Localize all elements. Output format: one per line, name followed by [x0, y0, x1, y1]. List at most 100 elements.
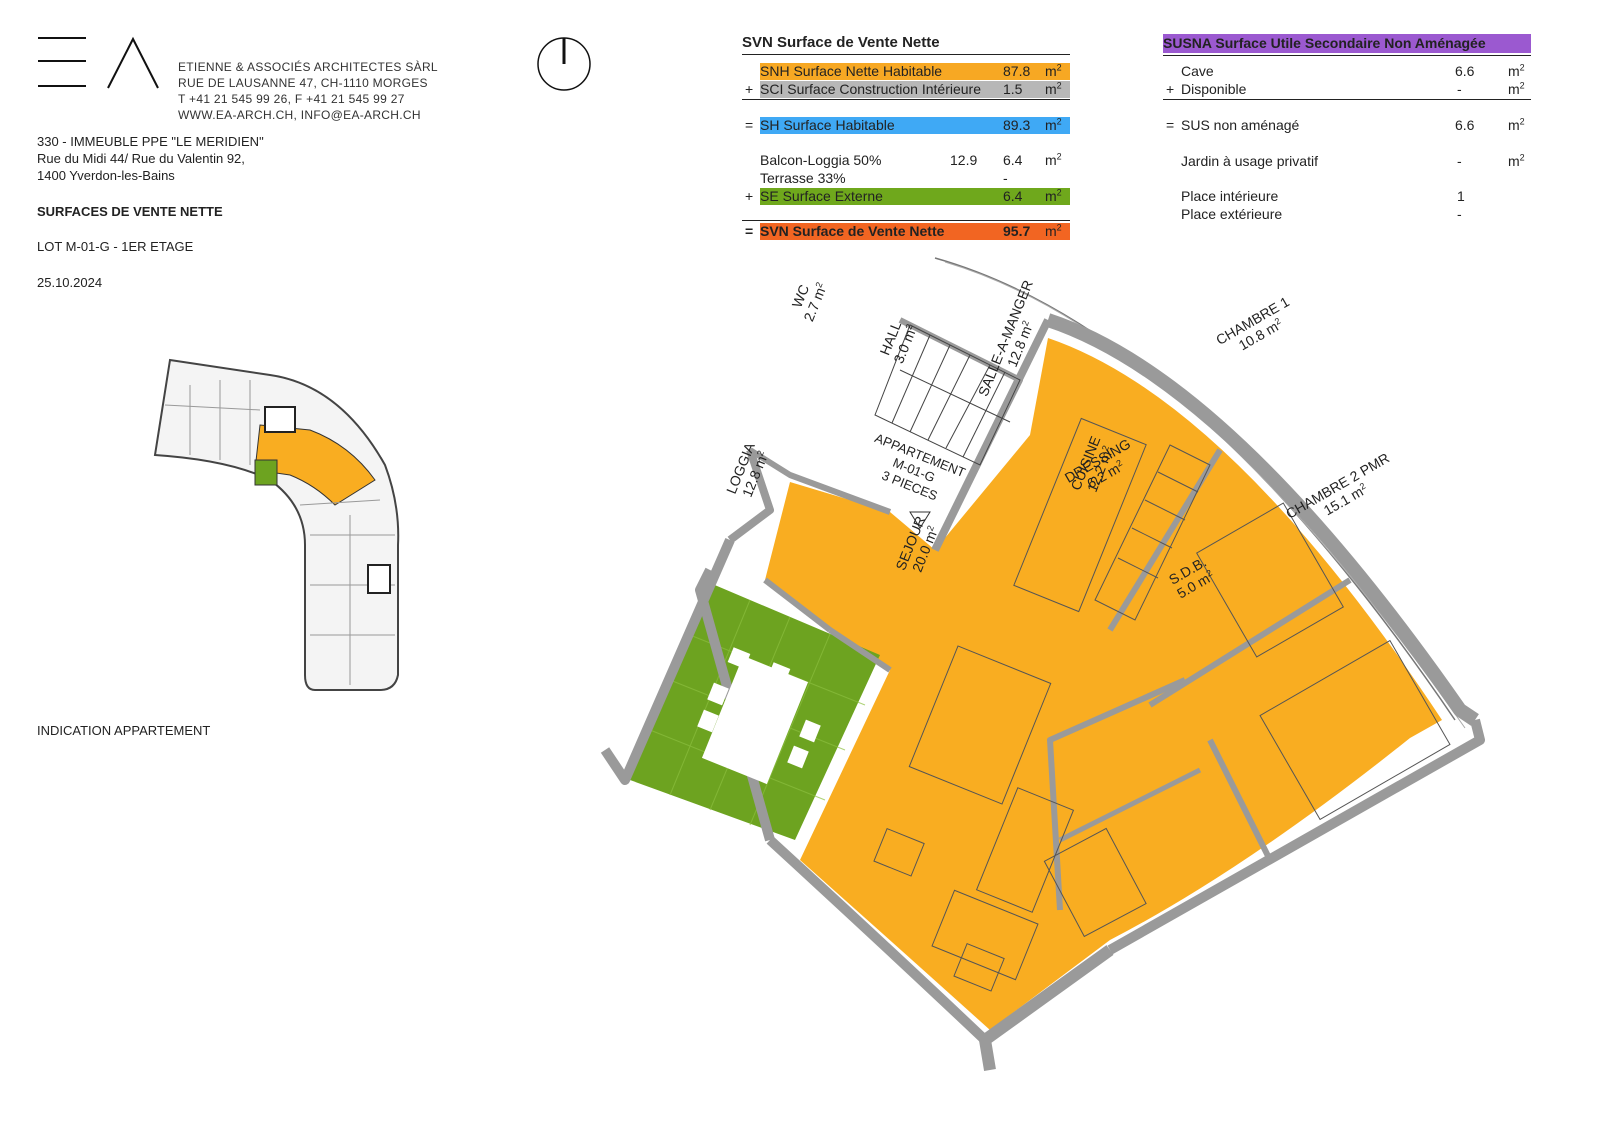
sh-label: SH Surface Habitable — [760, 117, 895, 133]
unit: m — [1045, 117, 1057, 133]
unit-exp: 2 — [1519, 152, 1525, 163]
project-name: 330 - IMMEUBLE PPE "LE MERIDIEN" — [37, 134, 264, 149]
susna-row-dispo: + Disponible - m2 — [1163, 81, 1531, 98]
north-arrow-icon — [536, 36, 592, 92]
unit-exp: 2 — [1056, 151, 1062, 162]
pint-label: Place intérieure — [1181, 188, 1279, 204]
jardin-label: Jardin à usage privatif — [1181, 153, 1318, 169]
cave-value: 6.6 — [1455, 63, 1475, 79]
unit-exp: 2 — [1056, 116, 1062, 127]
firm-name: ETIENNE & ASSOCIÉS ARCHITECTES SÀRL — [178, 60, 438, 74]
unit: m — [1045, 81, 1057, 97]
room-label-wc: WC2.7 m2 — [785, 275, 830, 324]
room-area-exp: 2 — [1358, 481, 1367, 492]
firm-logo — [38, 36, 163, 91]
apartment-label: APPARTEMENT M-01-G 3 PIECES — [861, 430, 971, 511]
indication-label: INDICATION APPARTEMENT — [37, 723, 211, 738]
susna-row-pint: Place intérieure 1 — [1163, 188, 1531, 205]
room-area-exp: 2 — [1204, 568, 1213, 579]
sus-label: SUS non aménagé — [1181, 117, 1300, 133]
susna-row-cave: Cave 6.6 m2 — [1163, 63, 1531, 80]
susna-row-sus: = SUS non aménagé 6.6 m2 — [1163, 117, 1531, 134]
room-area-exp: 2 — [903, 323, 914, 331]
firm-info: ETIENNE & ASSOCIÉS ARCHITECTES SÀRL RUE … — [178, 59, 438, 123]
sh-swatch — [760, 117, 1070, 134]
snh-value: 87.8 — [1003, 63, 1031, 79]
project-city: 1400 Yverdon-les-Bains — [37, 168, 175, 183]
room-area-exp: 2 — [925, 524, 936, 532]
unit: m — [1045, 152, 1057, 168]
se-swatch — [760, 188, 1070, 205]
svn-row-se: + SE Surface Externe 6.4 m2 — [742, 188, 1070, 205]
svn-row-total: = SVN Surface de Vente Nette 95.7 m2 — [742, 223, 1070, 240]
room-area-exp: 2 — [1100, 444, 1111, 452]
dispo-value: - — [1457, 81, 1462, 97]
unit: m — [1045, 188, 1057, 204]
unit: m — [1045, 223, 1057, 239]
svn-row-sh: = SH Surface Habitable 89.3 m2 — [742, 117, 1070, 134]
svn-title: SVN Surface de Vente Nette — [742, 34, 940, 51]
room-area-exp: 2 — [813, 281, 824, 289]
svn-row-terrasse: Terrasse 33% - — [742, 170, 1070, 187]
total-value: 95.7 — [1003, 223, 1031, 239]
room-area-exp: 2 — [755, 449, 766, 457]
floor-plan: APPARTEMENT M-01-G 3 PIECES CUISINE12.2 … — [590, 250, 1490, 1080]
unit: m — [1045, 63, 1057, 79]
jardin-value: - — [1457, 153, 1462, 169]
apartment-area — [765, 338, 1442, 1030]
unit-exp: 2 — [1056, 222, 1062, 233]
svn-swatch — [760, 223, 1070, 240]
sci-label: SCI Surface Construction Intérieure — [760, 81, 981, 97]
sci-swatch — [760, 81, 1070, 98]
firm-web: WWW.EA-ARCH.CH, INFO@EA-ARCH.CH — [178, 108, 421, 122]
room-label-sejour: SEJOUR20.0 m2 — [892, 514, 943, 579]
svn-row-balcon: Balcon-Loggia 50% 12.9 6.4 m2 — [742, 152, 1070, 169]
se-prefix: + — [745, 188, 754, 204]
project-street: Rue du Midi 44/ Rue du Valentin 92, — [37, 151, 245, 166]
unit: m — [1508, 117, 1520, 133]
se-value: 6.4 — [1003, 188, 1023, 204]
lot-label: LOT M-01-G - 1ER ETAGE — [37, 239, 194, 254]
room-label-chambre-1: CHAMBRE 110.8 m2 — [1213, 293, 1300, 362]
svn-title-rule — [742, 54, 1070, 55]
unit-exp: 2 — [1519, 80, 1525, 91]
unit: m — [1508, 81, 1520, 97]
susna-title-rule — [1163, 55, 1531, 56]
svn-rule-total — [742, 220, 1070, 221]
balcon-value: 6.4 — [1003, 152, 1023, 168]
room-area-exp: 2 — [1114, 458, 1123, 469]
snh-swatch — [760, 63, 1070, 80]
sci-prefix: + — [745, 81, 754, 97]
unit: m — [1508, 63, 1520, 79]
se-label: SE Surface Externe — [760, 188, 883, 204]
dispo-label: Disponible — [1181, 81, 1247, 97]
susna-row-pext: Place extérieure - — [1163, 206, 1531, 223]
room-area-exp: 2 — [1273, 316, 1282, 327]
svn-rule — [742, 99, 1070, 100]
sh-value: 89.3 — [1003, 117, 1031, 133]
total-prefix: = — [745, 223, 754, 239]
sci-value: 1.5 — [1003, 81, 1023, 97]
svn-row-snh: SNH Surface Nette Habitable 87.8 m2 — [742, 63, 1070, 80]
unit-exp: 2 — [1519, 116, 1525, 127]
balcon-label: Balcon-Loggia 50% — [760, 152, 882, 168]
terrasse-value: - — [1003, 170, 1008, 186]
unit-exp: 2 — [1056, 62, 1062, 73]
cave-label: Cave — [1181, 63, 1214, 79]
susna-row-jardin: Jardin à usage privatif - m2 — [1163, 153, 1531, 170]
dispo-prefix: + — [1166, 81, 1175, 97]
date-label: 25.10.2024 — [37, 275, 103, 290]
svn-row-sci: + SCI Surface Construction Intérieure 1.… — [742, 81, 1070, 98]
sus-value: 6.6 — [1455, 117, 1475, 133]
terrasse-label: Terrasse 33% — [760, 170, 846, 186]
total-label: SVN Surface de Vente Nette — [760, 223, 945, 239]
balcon-raw: 12.9 — [950, 152, 978, 168]
unit-exp: 2 — [1056, 80, 1062, 91]
pext-label: Place extérieure — [1181, 206, 1283, 222]
unit-exp: 2 — [1519, 62, 1525, 73]
pint-value: 1 — [1457, 188, 1465, 204]
susna-rule — [1163, 99, 1531, 100]
room-label-chambre-2-pmr: CHAMBRE 2 PMR15.1 m2 — [1283, 450, 1400, 536]
sus-prefix: = — [1166, 117, 1175, 133]
snh-label: SNH Surface Nette Habitable — [760, 63, 943, 79]
